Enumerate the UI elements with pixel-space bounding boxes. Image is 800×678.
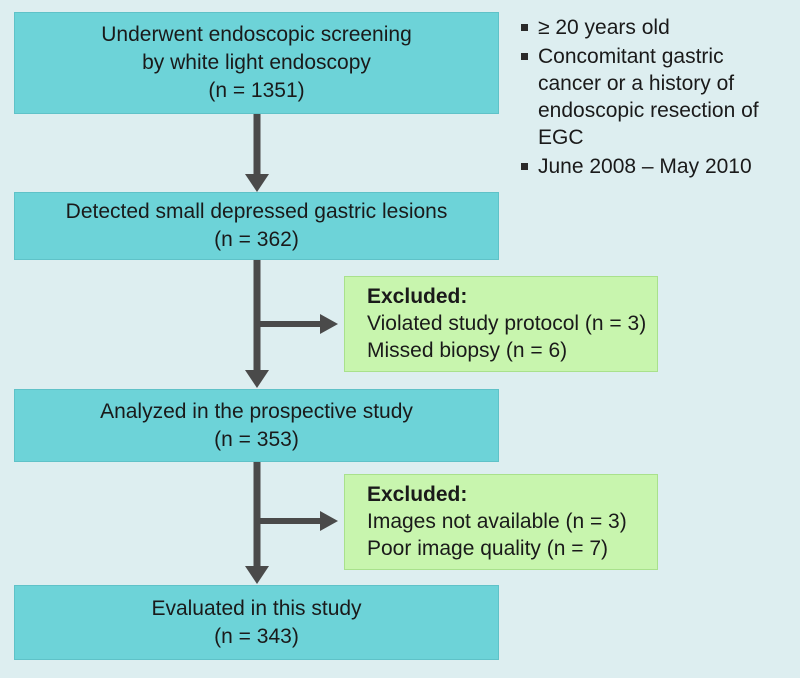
exclusion-box-1: Excluded: Violated study protocol (n = 3…: [344, 276, 658, 372]
step3-count: (n = 353): [214, 427, 299, 451]
exclusion-2-item: Poor image quality (n = 7): [367, 537, 609, 560]
branch-arrowhead-2: [320, 511, 338, 531]
step4-count: (n = 343): [214, 624, 299, 648]
criteria-item: June 2008 – May 2010: [520, 153, 790, 180]
exclusion-1-heading: Excluded:: [367, 285, 468, 308]
branch-arrowhead-1: [320, 314, 338, 334]
step-box-evaluated: Evaluated in this study (n = 343): [14, 585, 499, 660]
step2-line1: Detected small depressed gastric lesions: [65, 200, 448, 223]
step3-line1: Analyzed in the prospective study: [100, 399, 413, 423]
exclusion-1-item: Violated study protocol (n = 3): [367, 312, 647, 335]
step1-count: (n = 1351): [208, 79, 305, 102]
step1-line2: by white light endoscopy: [142, 51, 371, 74]
exclusion-box-2: Excluded: Images not available (n = 3) P…: [344, 474, 658, 570]
arrowhead-step4: [245, 566, 269, 584]
criteria-item: Concomitant gastric cancer or a history …: [520, 43, 790, 151]
step4-line1: Evaluated in this study: [151, 596, 362, 620]
exclusion-1-item: Missed biopsy (n = 6): [367, 339, 568, 362]
exclusion-2-item: Images not available (n = 3): [367, 510, 627, 533]
step-box-analyzed: Analyzed in the prospective study (n = 3…: [14, 389, 499, 462]
arrowhead-step3: [245, 370, 269, 388]
inclusion-criteria-list: ≥ 20 years old Concomitant gastric cance…: [520, 14, 790, 182]
criteria-item: ≥ 20 years old: [520, 14, 790, 41]
step1-line1: Underwent endoscopic screening: [101, 23, 412, 46]
step-box-screening: Underwent endoscopic screening by white …: [14, 12, 499, 114]
exclusion-2-heading: Excluded:: [367, 483, 468, 506]
step2-count: (n = 362): [214, 228, 299, 251]
arrowhead-step2: [245, 174, 269, 192]
step-box-detected: Detected small depressed gastric lesions…: [14, 192, 499, 260]
